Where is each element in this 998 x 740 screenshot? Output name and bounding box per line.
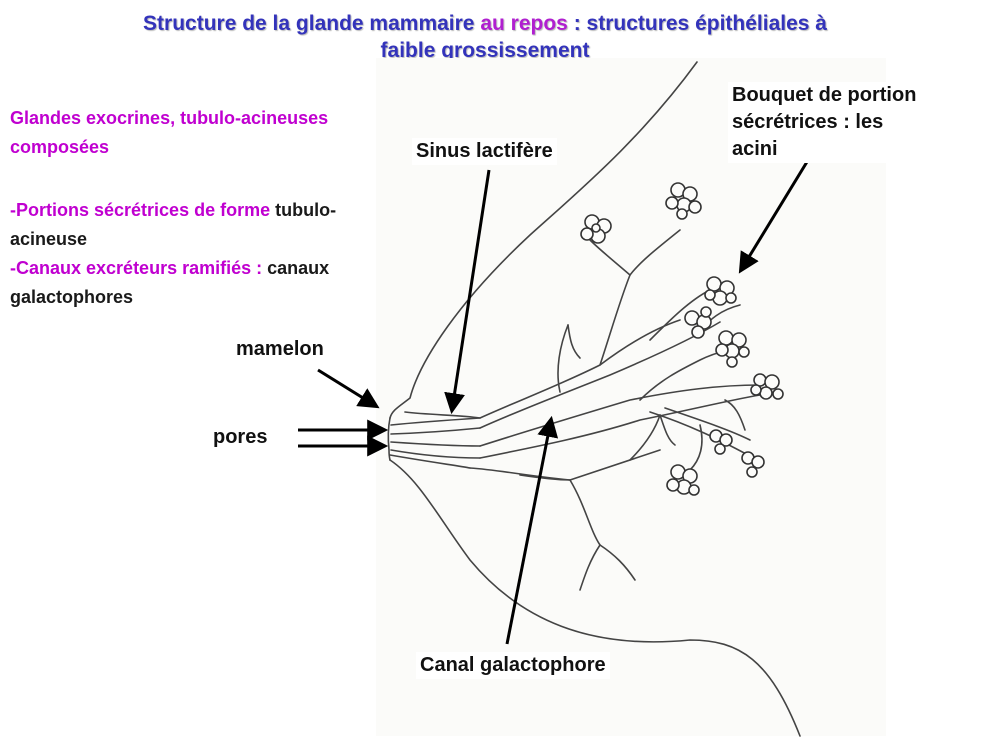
acinus-cluster: [715, 330, 750, 368]
title-part-3: : structures épithéliales à: [573, 12, 827, 35]
label-acini-line-1: Bouquet de portion: [732, 84, 917, 106]
breast-outline-upper: [389, 61, 698, 419]
mamelon-arrow: [317, 368, 380, 409]
acinus-cluster: [741, 451, 765, 478]
desc-line-1: Glandes exocrines, tubulo-acineuses: [10, 108, 329, 128]
label-sinus-lactifere: Sinus lactifère: [412, 138, 557, 165]
slide-title: Structure de la glande mammaire au repos…: [40, 10, 930, 64]
acinus-cluster: [709, 429, 733, 455]
acinus-cluster: [666, 464, 700, 496]
label-acini: Bouquet de portion sécrétrices : les aci…: [728, 82, 923, 163]
sinus-lactifere: [404, 319, 681, 419]
label-acini-line-2: sécrétrices : les: [732, 111, 884, 133]
sinus-arrow: [444, 169, 491, 415]
label-pores: pores: [213, 426, 268, 448]
nipple-outline: [387, 417, 391, 461]
bullet-2-value-b: galactophores: [10, 287, 134, 307]
acinus-cluster: [704, 276, 737, 306]
description-bullets: -Portions sécrétrices de forme tubulo- a…: [10, 196, 336, 312]
bullet-2-prefix: -Canaux excréteurs ramifiés :: [10, 258, 263, 278]
canal-arrow: [505, 415, 559, 645]
bullet-2-value-a: canaux: [267, 258, 330, 278]
bullet-1-value-b: acineuse: [10, 229, 88, 249]
label-canal-galactophore: Canal galactophore: [416, 652, 610, 679]
bullet-1-prefix: -Portions sécrétrices de forme: [10, 200, 271, 220]
description-intro: Glandes exocrines, tubulo-acineuses comp…: [10, 104, 328, 162]
canal-galactophore: [479, 384, 761, 447]
acini-arrow: [738, 151, 815, 274]
bullet-1-value-a: tubulo-: [275, 200, 337, 220]
title-part-4: faible grossissement: [380, 39, 590, 62]
acinus-cluster: [684, 306, 712, 339]
desc-line-2: composées: [10, 137, 110, 157]
title-part-2: au repos: [480, 12, 568, 35]
acinus-cluster: [665, 182, 702, 220]
label-acini-line-3: acini: [732, 138, 778, 160]
title-part-1: Structure de la glande mammaire: [143, 12, 475, 35]
label-mamelon: mamelon: [236, 338, 324, 360]
acinus-cluster: [580, 214, 612, 244]
acini-clusters: [580, 182, 784, 496]
breast-outline-lower: [389, 459, 801, 737]
acinus-cluster: [750, 373, 784, 400]
